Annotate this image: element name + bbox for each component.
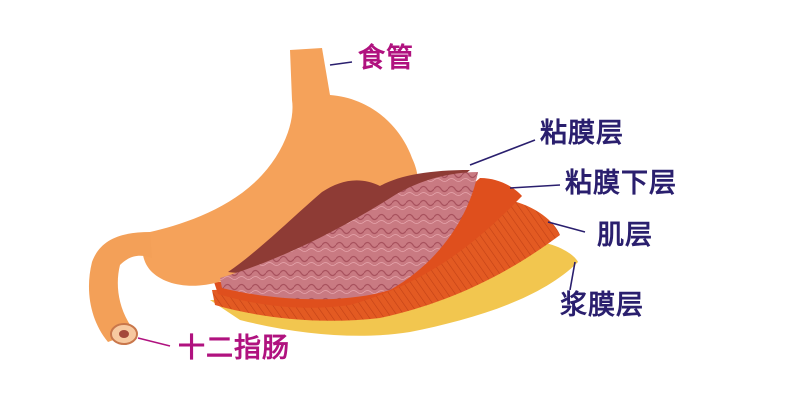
muscle-label: 肌层 xyxy=(597,220,653,251)
submucosa-label: 粘膜下层 xyxy=(565,168,677,199)
stomach-body xyxy=(142,48,418,286)
mucosa-layer xyxy=(220,172,478,300)
submucosa-leader xyxy=(509,184,561,189)
duodenum xyxy=(88,232,152,342)
esophagus-leader xyxy=(329,61,353,66)
mucosa-leader xyxy=(469,139,536,166)
serosa-label: 浆膜层 xyxy=(560,290,644,321)
duodenum-label: 十二指肠 xyxy=(178,333,290,364)
serosa-leader xyxy=(569,261,576,291)
muscle-leader xyxy=(547,221,586,233)
duodenum-leader xyxy=(137,337,171,347)
mucosa-label: 粘膜层 xyxy=(540,118,624,149)
esophagus-label: 食管 xyxy=(358,43,414,74)
